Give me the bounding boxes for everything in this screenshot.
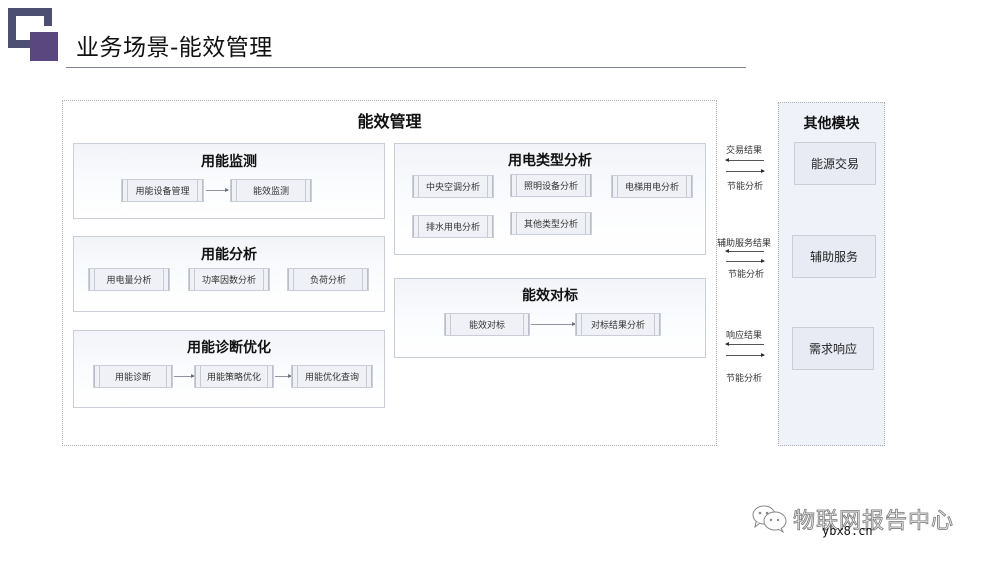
arrow-right-icon xyxy=(726,353,765,357)
other-modules-frame: 其他模块 能源交易 辅助服务 需求响应 xyxy=(778,102,885,446)
connector-incoming-label: 响应结果 xyxy=(726,331,763,341)
arrow-right-icon xyxy=(275,374,292,378)
arrow-left-icon xyxy=(725,249,764,253)
item-strategy-optimization[interactable]: 用能策略优化 xyxy=(194,365,274,388)
energy-efficiency-frame: 能效管理 用能监测 用能设备管理 能效监测 用能分析 用电量分析 功率因数分析 … xyxy=(62,100,717,446)
item-hvac-analysis[interactable]: 中央空调分析 xyxy=(412,175,494,198)
group-title: 用能监测 xyxy=(201,154,257,170)
title-divider xyxy=(66,67,746,68)
arrow-right-icon xyxy=(206,188,229,192)
watermark-url: ybx8.cn xyxy=(822,524,873,538)
logo-square-icon xyxy=(30,32,58,61)
item-optimization-query[interactable]: 用能优化查询 xyxy=(291,365,373,388)
arrow-right-icon xyxy=(174,374,195,378)
module-energy-trading[interactable]: 能源交易 xyxy=(794,142,876,185)
connector-incoming-label: 辅助服务结果 xyxy=(717,239,772,249)
group-title: 用电类型分析 xyxy=(508,153,592,169)
group-title: 用能诊断优化 xyxy=(187,340,271,356)
item-benchmark-result-analysis[interactable]: 对标结果分析 xyxy=(575,313,661,336)
group-usage-type-analysis: 用电类型分析 中央空调分析 照明设备分析 电梯用电分析 排水用电分析 其他类型分… xyxy=(394,143,706,255)
item-benchmarking[interactable]: 能效对标 xyxy=(444,313,530,336)
main-title: 能效管理 xyxy=(357,112,422,131)
item-consumption-analysis[interactable]: 用电量分析 xyxy=(88,268,170,291)
connector-outgoing-label: 节能分析 xyxy=(728,270,765,280)
item-drainage-analysis[interactable]: 排水用电分析 xyxy=(412,215,494,238)
item-lighting-analysis[interactable]: 照明设备分析 xyxy=(510,174,592,197)
watermark-text: 物联网报告中心 xyxy=(793,509,955,535)
arrow-right-icon xyxy=(726,169,765,173)
group-efficiency-benchmarking: 能效对标 能效对标 对标结果分析 xyxy=(394,278,706,358)
connector-outgoing-label: 节能分析 xyxy=(726,374,763,384)
page-title: 业务场景-能效管理 xyxy=(76,35,273,61)
item-efficiency-monitoring[interactable]: 能效监测 xyxy=(230,179,312,202)
module-demand-response[interactable]: 需求响应 xyxy=(792,327,874,370)
arrow-left-icon xyxy=(725,158,764,162)
item-diagnosis[interactable]: 用能诊断 xyxy=(93,365,173,388)
group-title: 用能分析 xyxy=(201,247,257,263)
logo-bracket-foot xyxy=(8,40,30,48)
arrow-right-icon xyxy=(726,259,765,263)
connector-outgoing-label: 节能分析 xyxy=(727,182,764,192)
group-energy-monitoring: 用能监测 用能设备管理 能效监测 xyxy=(73,143,385,219)
other-modules-title: 其他模块 xyxy=(803,116,860,132)
item-load-analysis[interactable]: 负荷分析 xyxy=(287,268,369,291)
group-energy-analysis: 用能分析 用电量分析 功率因数分析 负荷分析 xyxy=(73,236,385,312)
connector-incoming-label: 交易结果 xyxy=(726,146,763,156)
item-device-management[interactable]: 用能设备管理 xyxy=(121,179,204,202)
group-title: 能效对标 xyxy=(522,288,578,304)
arrow-right-icon xyxy=(531,322,576,326)
group-diagnosis-optimization: 用能诊断优化 用能诊断 用能策略优化 用能优化查询 xyxy=(73,330,385,408)
arrow-left-icon xyxy=(725,342,764,346)
module-ancillary-services[interactable]: 辅助服务 xyxy=(792,235,876,278)
item-power-factor-analysis[interactable]: 功率因数分析 xyxy=(188,268,270,291)
wechat-icon xyxy=(752,505,787,534)
item-other-type-analysis[interactable]: 其他类型分析 xyxy=(510,212,592,235)
item-elevator-analysis[interactable]: 电梯用电分析 xyxy=(611,175,693,198)
